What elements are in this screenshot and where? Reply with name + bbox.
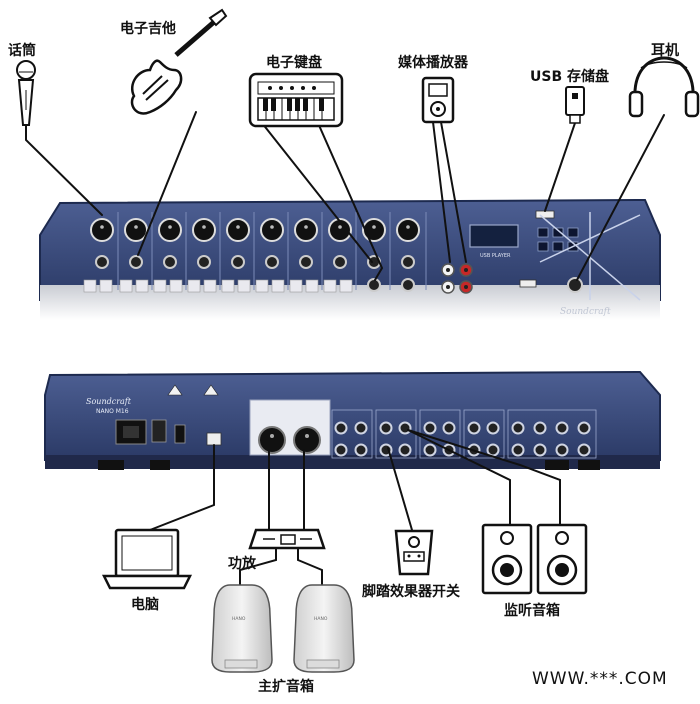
label-computer: 电脑	[131, 597, 159, 613]
cable-keyboard-left	[261, 122, 373, 263]
usb-player-panel: USB PLAYER	[469, 210, 641, 301]
headphones-icon	[628, 56, 700, 118]
label-amplifier: 功放	[228, 556, 256, 572]
mixer-rear-panel: Soundcraft NANO M16	[44, 370, 661, 470]
cable-monitor-right	[407, 429, 561, 526]
main-out-right-xlr	[293, 426, 321, 454]
label-guitar: 电子吉他	[120, 21, 176, 37]
cable-amp-speaker-left	[239, 547, 277, 587]
svg-text:HANO: HANO	[232, 616, 246, 622]
label-headphones: 耳机	[651, 43, 679, 59]
cable-headphones	[576, 114, 665, 281]
cables	[25, 111, 665, 587]
cable-computer	[149, 444, 215, 531]
label-usb-storage: USB 存储盘	[530, 69, 609, 85]
footswitch-icon	[394, 529, 434, 576]
mixer-front-panel: USB PLAYER	[39, 198, 661, 320]
cable-guitar	[137, 111, 197, 256]
label-main-speakers: 主扩音箱	[258, 679, 314, 695]
svg-text:HANO: HANO	[314, 616, 328, 622]
usb-player-caption: USB PLAYER	[480, 253, 511, 259]
headphone-jack	[567, 277, 583, 293]
cable-media-player-left	[432, 121, 451, 263]
label-keyboard: 电子键盘	[266, 55, 322, 71]
media-player-icon	[421, 76, 455, 124]
label-microphone: 话筒	[8, 43, 36, 59]
rear-brand: Soundcraft	[86, 397, 132, 406]
rca-inputs	[441, 263, 473, 294]
power-switch	[174, 424, 186, 444]
label-monitor-speakers: 监听音箱	[504, 603, 560, 619]
main-speaker-right-icon: HANO	[293, 584, 355, 673]
usb-storage-icon	[565, 86, 585, 124]
microphone-icon	[16, 60, 36, 126]
xlr-input-row	[90, 218, 420, 242]
main-out-left-xlr	[258, 426, 286, 454]
monitor-speaker-right-icon	[536, 523, 588, 595]
usb-port	[535, 210, 555, 219]
main-speaker-left-icon: HANO	[211, 584, 273, 673]
laptop-icon	[101, 528, 193, 590]
rear-usb-port	[206, 432, 222, 446]
cable-media-player-right	[440, 121, 467, 263]
cable-amp-speaker-right	[297, 547, 323, 587]
label-media-player: 媒体播放器	[398, 55, 468, 71]
keyboard-icon	[248, 72, 344, 128]
amplifier-icon	[248, 528, 326, 550]
mixer-brand-reflection: Soundcraft	[560, 307, 611, 317]
cable-microphone	[25, 124, 103, 216]
watermark: WWW.***.COM	[532, 669, 668, 689]
cable-footswitch	[387, 447, 413, 531]
cable-usb-storage	[544, 122, 576, 212]
electric-guitar-icon	[130, 8, 228, 115]
cable-keyboard-right	[317, 122, 384, 281]
label-footswitch: 脚踏效果器开关	[362, 584, 460, 600]
monitor-speaker-left-icon	[481, 523, 533, 595]
rear-model: NANO M16	[96, 408, 129, 415]
jack-input-row	[95, 255, 415, 292]
cable-monitor-left	[407, 429, 511, 526]
